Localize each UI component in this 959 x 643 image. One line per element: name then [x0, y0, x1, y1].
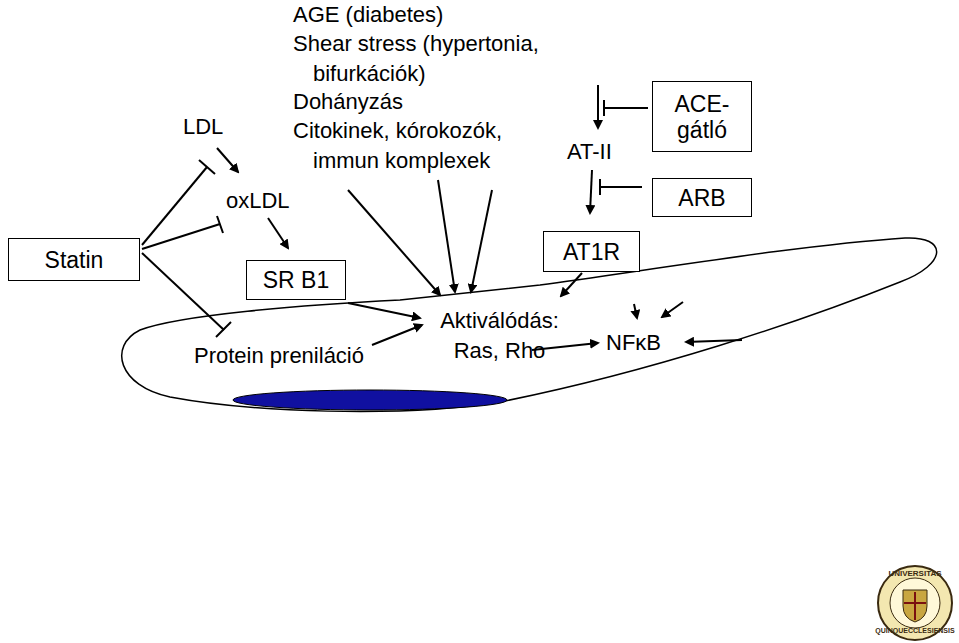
- box-text: SR B1: [263, 267, 329, 293]
- seal-text: UNIVERSITAS: [879, 569, 951, 579]
- molecule-label: NFκB: [606, 328, 686, 358]
- drug-box: Statin: [8, 238, 140, 281]
- molecule-label: oxLDL: [226, 186, 316, 216]
- box-text: AT1R: [563, 239, 620, 265]
- process-label: Protein preniláció: [194, 341, 404, 371]
- risk-factor: AGE (diabetes): [293, 0, 593, 30]
- molecule-label: LDL: [183, 112, 243, 142]
- box-text: ARB: [678, 185, 725, 211]
- receptor-box: SR B1: [246, 260, 346, 300]
- risk-factor: Citokinek, kórokozók, immun komplexek: [293, 116, 555, 176]
- risk-factor: Shear stress (hypertonia, bifurkációk): [293, 29, 593, 89]
- molecule-label: AT-II: [567, 137, 637, 167]
- receptor-box: AT1R: [543, 231, 640, 272]
- risk-factor: Dohányzás: [293, 87, 593, 117]
- nucleus: [233, 390, 507, 410]
- box-text: Statin: [45, 247, 104, 273]
- seal-text: QUINQUECCLESIENSIS: [869, 626, 959, 635]
- drug-box: ARB: [652, 178, 752, 217]
- process-label: Aktiválódás: Ras, Rho: [422, 306, 577, 366]
- cell-outline: [122, 238, 937, 412]
- drug-box: ACE- gátló: [652, 81, 752, 152]
- box-text: ACE- gátló: [664, 91, 740, 143]
